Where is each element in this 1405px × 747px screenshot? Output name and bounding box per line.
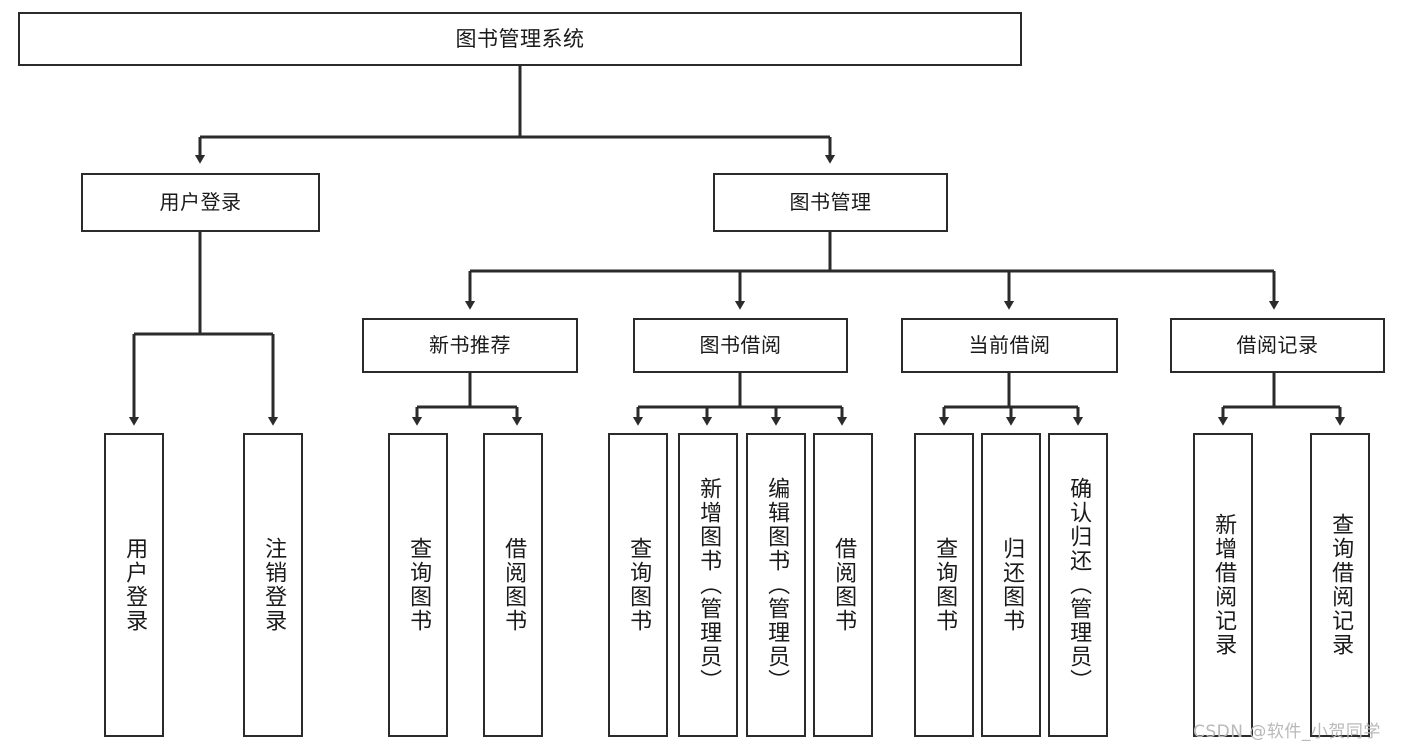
node-borrowing-record[interactable]: 借阅记录 <box>1170 318 1385 373</box>
leaf-borrow-borrow-book[interactable]: 借阅图书 <box>813 433 873 737</box>
leaf-borrow-edit-book-admin[interactable]: 编辑图书（管理员） <box>746 433 806 737</box>
node-user-login[interactable]: 用户登录 <box>81 173 320 232</box>
node-label: 查询图书 <box>626 537 652 633</box>
node-label: 编辑图书（管理员） <box>764 477 790 693</box>
leaf-record-query-borrow-record[interactable]: 查询借阅记录 <box>1310 433 1370 737</box>
leaf-record-add-borrow-record[interactable]: 新增借阅记录 <box>1193 433 1253 737</box>
node-label: 查询图书 <box>406 537 432 633</box>
leaf-borrow-query-book[interactable]: 查询图书 <box>608 433 668 737</box>
node-label: 新书推荐 <box>429 332 511 357</box>
node-label: 借阅图书 <box>501 537 527 633</box>
node-label: 图书管理 <box>789 189 872 214</box>
leaf-user-login[interactable]: 用户登录 <box>104 433 164 737</box>
node-label: 新增借阅记录 <box>1211 513 1237 657</box>
node-label: 图书借阅 <box>699 332 782 357</box>
leaf-current-confirm-return-admin[interactable]: 确认归还（管理员） <box>1048 433 1108 737</box>
leaf-borrow-add-book-admin[interactable]: 新增图书（管理员） <box>678 433 738 737</box>
leaf-current-query-book[interactable]: 查询图书 <box>914 433 974 737</box>
node-label: 用户登录 <box>122 537 148 633</box>
node-book-borrowing[interactable]: 图书借阅 <box>633 318 848 373</box>
node-label: 查询图书 <box>932 537 958 633</box>
leaf-current-return-book[interactable]: 归还图书 <box>981 433 1041 737</box>
node-label: 当前借阅 <box>968 332 1051 357</box>
leaf-new-book-query-book[interactable]: 查询图书 <box>388 433 448 737</box>
csdn-watermark: CSDN @软件_小贺同学 <box>1193 722 1381 742</box>
node-book-management[interactable]: 图书管理 <box>713 173 948 232</box>
node-label: 新增图书（管理员） <box>696 477 722 693</box>
node-label: 查询借阅记录 <box>1328 513 1354 657</box>
node-label: 借阅记录 <box>1236 332 1319 357</box>
node-new-book-recommendation[interactable]: 新书推荐 <box>362 318 578 373</box>
node-label: 注销登录 <box>261 537 287 633</box>
node-label: 用户登录 <box>159 189 242 214</box>
node-root-book-management-system[interactable]: 图书管理系统 <box>18 12 1022 66</box>
node-current-borrowing[interactable]: 当前借阅 <box>901 318 1118 373</box>
leaf-new-book-borrow-book[interactable]: 借阅图书 <box>483 433 543 737</box>
node-label: 图书管理系统 <box>455 26 585 51</box>
node-label: 借阅图书 <box>831 537 857 633</box>
node-label: 确认归还（管理员） <box>1066 477 1092 693</box>
leaf-logout[interactable]: 注销登录 <box>243 433 303 737</box>
node-label: 归还图书 <box>999 537 1025 633</box>
